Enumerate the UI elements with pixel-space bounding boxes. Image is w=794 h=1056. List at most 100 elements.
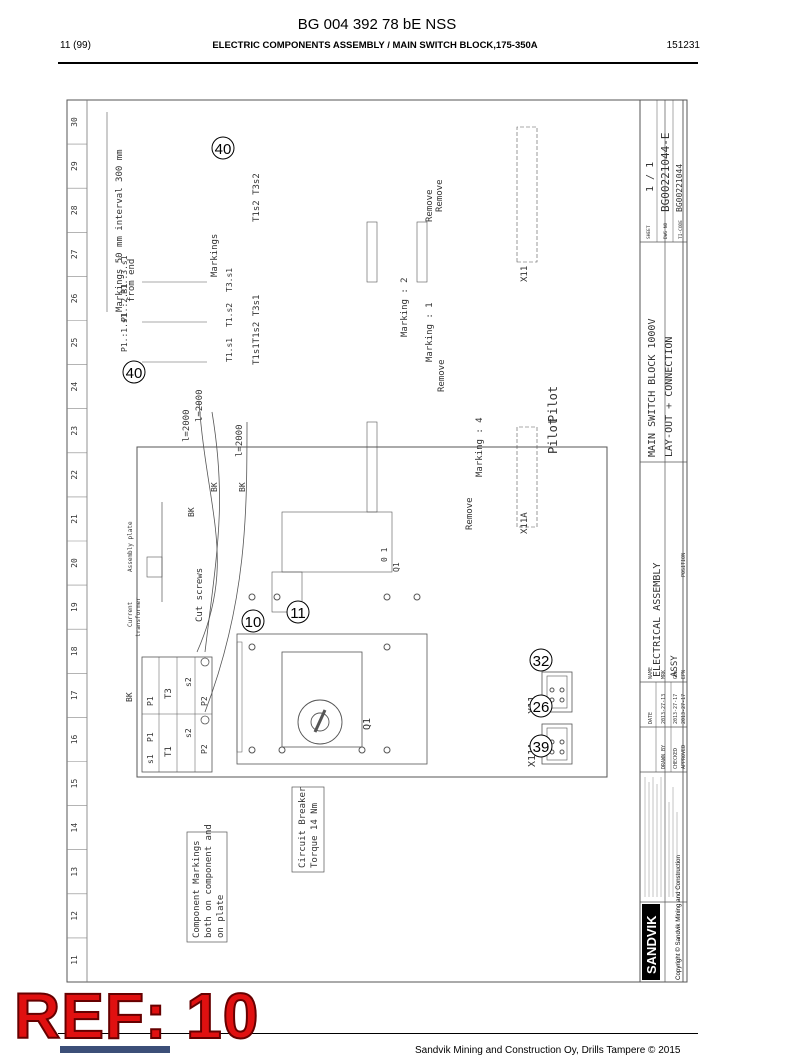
grid-number: 22: [70, 470, 79, 480]
grid-number: 11: [70, 955, 79, 965]
grid-number: 28: [70, 205, 79, 215]
date-checked: 2013-27-17: [673, 694, 679, 724]
x11-schematic-label: X11: [520, 266, 530, 282]
drawn-by-label: DRAWN BY: [661, 745, 667, 769]
grid-number: 17: [70, 690, 79, 700]
approved-label: APPROVED: [681, 745, 687, 769]
current-transformer-line-1: Current: [127, 601, 134, 627]
date-drawn: 2013-27-13: [661, 694, 667, 724]
svg-text:32: 32: [533, 653, 550, 670]
svg-text:26: 26: [533, 699, 550, 716]
switch-positions: 0 1: [380, 547, 389, 562]
sheet-label: SHEET: [646, 225, 652, 239]
length-label-1: l=2000: [182, 409, 192, 442]
svg-text:40: 40: [215, 141, 232, 158]
wire-group-label-2: T1s2 T3s2: [252, 173, 262, 222]
markings-note-line-1: Markings 50 mm interval 300 mm: [115, 149, 125, 312]
grid-number: 26: [70, 293, 79, 303]
model-label: TI-CODE: [678, 220, 684, 239]
connector-x11a-schematic: X11A 0 1 Q1: [366, 421, 538, 572]
title-block: SANDVIK Copyright © Sandvik Mining and C…: [639, 100, 687, 982]
x11a-label: X11A: [527, 743, 538, 767]
q1-label: Q1: [362, 718, 373, 730]
grid-number: 24: [70, 382, 79, 392]
checked-label: CHECKED: [673, 748, 679, 769]
circuit-breaker-line-2: Torque 14 Nm: [310, 803, 320, 868]
wire-t1-s2: T1.s2: [225, 303, 234, 327]
grid-number: 18: [70, 646, 79, 656]
grid-number: 14: [70, 823, 79, 833]
grid-number: 23: [70, 426, 79, 436]
grid-number: 21: [70, 514, 79, 524]
remove-label-4: Remove: [465, 497, 475, 530]
dwg-no: BG00221044-E: [659, 133, 672, 212]
marking-4-label: Marking : 4: [475, 417, 485, 477]
callouts: 40 40 10 11 32 26 39: [122, 136, 553, 758]
dwg-no-label: DWG NO: [663, 222, 669, 239]
main-switch-q1: Q1: [236, 511, 428, 765]
p2-label-2: P2: [200, 696, 209, 706]
brand-name: SANDVIK: [644, 915, 659, 974]
grid-number: 19: [70, 602, 79, 612]
sheet-value: 1 / 1: [645, 162, 656, 192]
p2-label: P2: [200, 744, 209, 754]
circuit-breaker-line-1: Circuit Breaker: [298, 786, 308, 868]
component-markings-line-2: both on component and: [204, 824, 214, 938]
grid-number: 25: [70, 338, 79, 348]
name-header: NAME: [648, 667, 654, 679]
remove-label-3: Remove: [437, 359, 447, 392]
callout-11: 11: [286, 600, 310, 624]
length-label-3: l=2000: [235, 424, 245, 457]
current-transformers: s1 T1 P1 s2 P2 P1 T3 s2 P2: [141, 656, 213, 773]
grid-number: 30: [70, 117, 79, 127]
wire-p1-2: P1.:2.s1: [120, 283, 129, 322]
s2-label-2: s2: [184, 677, 193, 687]
title-line-2: LAY-OUT + CONNECTION: [664, 337, 675, 457]
q1-aux-label: Q1: [392, 562, 401, 572]
wire-t3-s1: T3.s1: [225, 268, 234, 292]
callout-26: 26: [529, 694, 553, 718]
component-markings-line-3: on plate: [216, 895, 226, 938]
page-title: ELECTRIC COMPONENTS ASSEMBLY / MAIN SWIT…: [212, 40, 538, 51]
page-number: 11 (99): [60, 40, 91, 51]
markings-note-line-2: from end: [127, 259, 137, 302]
date-approved: 2013-27-17: [681, 694, 687, 724]
wire-p1-1: P1.:1.s1: [120, 313, 129, 352]
grid-number: 12: [70, 911, 79, 921]
grid-number: 13: [70, 867, 79, 877]
date-header: DATE: [648, 712, 654, 724]
bk-label-3: BK: [238, 482, 247, 492]
bk-label-2: BK: [210, 482, 219, 492]
rotated-sheet: SANDVIK Copyright © Sandvik Mining and C…: [106, 100, 687, 982]
footer-rule: [58, 1033, 698, 1034]
p1-label: P1: [146, 732, 155, 742]
component-markings-box: [186, 831, 228, 943]
grid-number: 16: [70, 734, 79, 744]
wire-p1-3: P1.:3.s1: [120, 255, 129, 294]
grid-number: 29: [70, 161, 79, 171]
electrical-assembly-label: ELECTRICAL ASSEMBLY: [652, 563, 663, 677]
name-approved: EPN: [681, 670, 687, 679]
svg-text:39: 39: [533, 739, 550, 756]
model-value: BG00221044: [675, 164, 684, 212]
marking-2-label: Marking : 2: [400, 277, 410, 337]
assembly-plate-label: Assembly plate: [127, 521, 134, 572]
sandvik-logo: [642, 904, 660, 980]
s2-label: s2: [184, 728, 193, 738]
document-code: 151231: [666, 40, 700, 51]
pilot-label-1: Pilot: [546, 386, 560, 422]
callout-10: 10: [241, 609, 265, 633]
name-drawn: MRK: [661, 670, 667, 679]
bk-label-4: BK: [125, 692, 134, 702]
svg-text:40: 40: [126, 365, 143, 382]
markings-label: Markings: [210, 234, 220, 277]
x11a-schematic-label: X11A: [520, 512, 530, 534]
grid-number: 27: [70, 249, 79, 259]
svg-text:11: 11: [290, 605, 306, 622]
footer-bar: [60, 1046, 170, 1053]
fine-print: [644, 777, 678, 897]
wire-t1-s1: T1.s1: [225, 338, 234, 362]
connector-x11-schematic: X11: [366, 126, 538, 283]
